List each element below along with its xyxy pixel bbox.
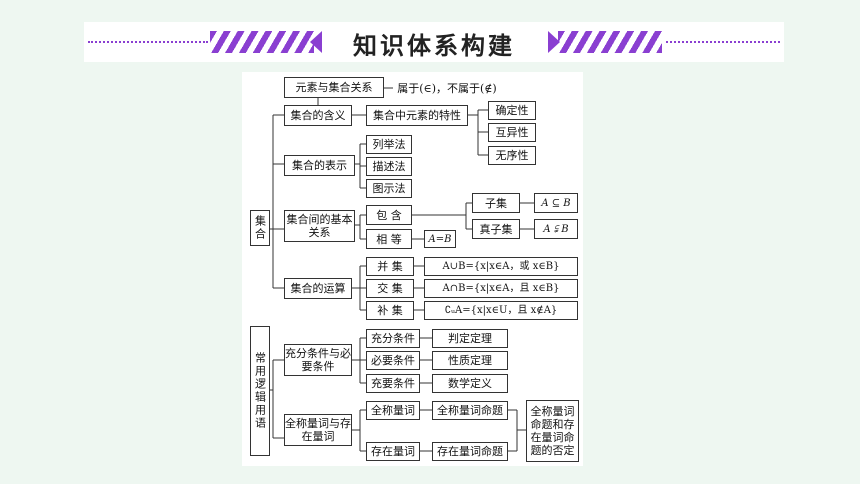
- node-equal: 相 等: [366, 229, 412, 249]
- header-banner: 知识体系构建: [84, 22, 784, 62]
- node-certain: 确定性: [488, 101, 536, 120]
- node-proper-subset: 真子集: [472, 219, 520, 239]
- node-equal-formula: A=B: [424, 230, 456, 248]
- right-stripes: [558, 31, 662, 53]
- node-description: 描述法: [366, 157, 412, 176]
- node-necessary: 必要条件: [366, 351, 420, 370]
- node-complement: 补 集: [366, 301, 414, 320]
- node-universal: 全称量词: [366, 401, 420, 420]
- knowledge-map: 集合 常用逻辑用语 元素与集合关系 属于(∈)，不属于(∉) 集合的含义 集合中…: [242, 72, 583, 466]
- right-arrow-icon: [548, 31, 560, 53]
- right-dotted-line: [666, 41, 780, 43]
- left-dotted-line: [88, 41, 208, 43]
- node-graphic: 图示法: [366, 179, 412, 198]
- connector-lines: [262, 87, 534, 452]
- node-quantifiers: 全称量词与存在量词: [284, 414, 352, 446]
- node-negation: 全称量词命题和存在量词命题的否定: [526, 400, 579, 462]
- node-conditions: 充分条件与必要条件: [284, 344, 352, 376]
- node-proper-subset-formula: A ⫋ B: [534, 219, 578, 239]
- node-necessary-sufficient: 充要条件: [366, 374, 420, 393]
- node-element-relation: 元素与集合关系: [284, 77, 384, 98]
- left-stripes: [210, 31, 314, 53]
- node-intersection-formula: A∩B={x|x∈A，且 x∈B}: [424, 279, 578, 298]
- node-distinct: 互异性: [488, 123, 536, 142]
- node-intersection: 交 集: [366, 279, 414, 298]
- node-complement-formula: ∁ᵤA={x|x∈U，且 x∉A}: [424, 301, 578, 320]
- node-union-formula: A∪B={x|x∈A，或 x∈B}: [424, 257, 578, 276]
- node-operations: 集合的运算: [284, 278, 352, 299]
- node-subset: 子集: [472, 193, 520, 213]
- node-math-definition: 数学定义: [432, 374, 508, 393]
- node-judgement-theorem: 判定定理: [432, 329, 508, 348]
- node-representation: 集合的表示: [284, 155, 355, 176]
- node-element-traits: 集合中元素的特性: [366, 105, 468, 126]
- node-sufficient: 充分条件: [366, 329, 420, 348]
- node-listing: 列举法: [366, 135, 412, 154]
- node-belong: 属于(∈)，不属于(∉): [397, 81, 497, 95]
- node-union: 并 集: [366, 257, 414, 276]
- node-contain: 包 含: [366, 205, 412, 225]
- node-existential-prop: 存在量词命题: [432, 442, 508, 461]
- node-subset-formula: A ⊆ B: [534, 193, 578, 213]
- node-meaning: 集合的含义: [284, 105, 352, 126]
- left-arrow-icon: [310, 31, 322, 53]
- node-logic: 常用逻辑用语: [250, 326, 270, 456]
- page-title: 知识体系构建: [353, 31, 515, 60]
- node-existential: 存在量词: [366, 442, 420, 461]
- node-set: 集合: [250, 210, 270, 246]
- node-property-theorem: 性质定理: [432, 351, 508, 370]
- node-basic-relation: 集合间的基本关系: [284, 210, 355, 242]
- node-universal-prop: 全称量词命题: [432, 401, 508, 420]
- node-unordered: 无序性: [488, 146, 536, 165]
